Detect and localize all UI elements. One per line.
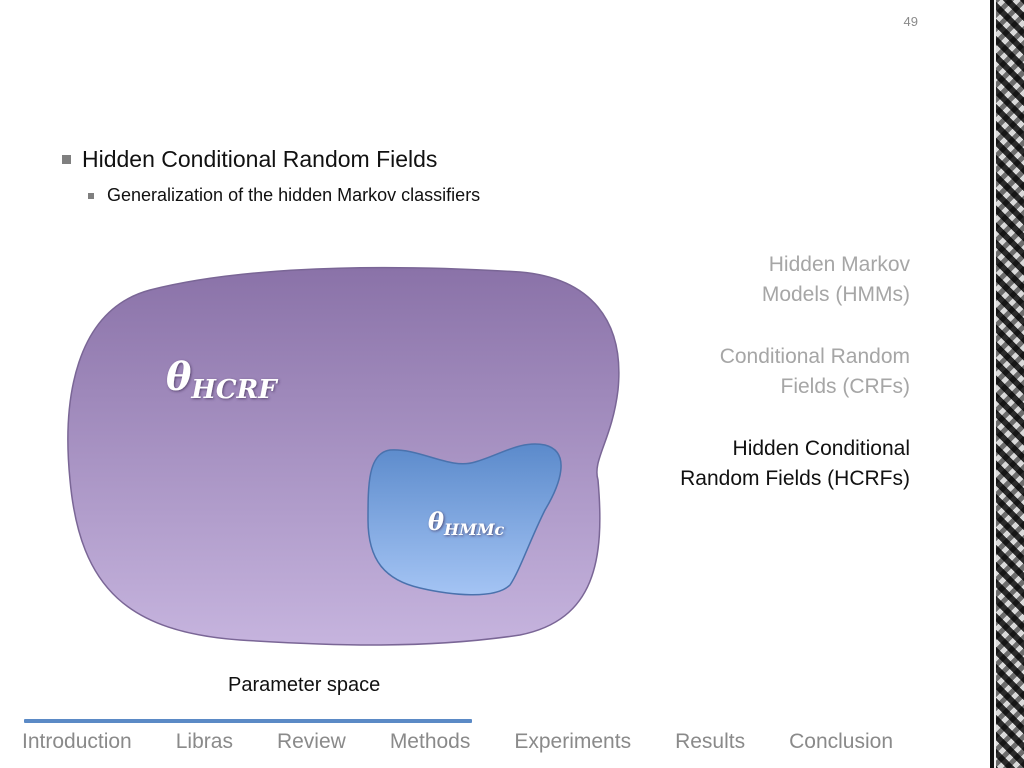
hmmc-region-label: θHMMc — [428, 507, 505, 539]
nav-item-methods[interactable]: Methods — [389, 730, 471, 753]
nav-item-conclusion[interactable]: Conclusion — [789, 730, 894, 753]
nav-item-introduction[interactable]: Introduction — [22, 730, 132, 753]
model-family-line: Fields (CRFs) — [780, 375, 911, 398]
slide: 49 Hidden Conditional Random Fields Gene… — [22, 14, 918, 754]
bullet-level2: Generalization of the hidden Markov clas… — [88, 185, 480, 206]
model-family-crf: Conditional Random Fields (CRFs) — [610, 342, 910, 402]
section-progress-indicator — [24, 719, 472, 723]
bullet-level1-text: Hidden Conditional Random Fields — [82, 146, 438, 172]
page-number: 49 — [903, 14, 918, 29]
bullet-level2-text: Generalization of the hidden Markov clas… — [107, 185, 481, 205]
bullet-level1: Hidden Conditional Random Fields — [62, 146, 480, 173]
hmmc-parameter-region — [367, 443, 562, 596]
model-family-line: Conditional Random — [719, 345, 910, 368]
section-navigation: Introduction Libras Review Methods Exper… — [22, 730, 893, 754]
nav-item-review[interactable]: Review — [276, 730, 346, 753]
model-family-list: Hidden Markov Models (HMMs) Conditional … — [610, 250, 910, 526]
nav-item-results[interactable]: Results — [675, 730, 746, 753]
hcrf-region-label: θHCRF — [166, 354, 278, 405]
diagram-caption: Parameter space — [228, 674, 381, 696]
model-family-hmm: Hidden Markov Models (HMMs) — [610, 250, 910, 310]
model-family-line: Hidden Conditional — [732, 437, 910, 460]
model-family-line: Models (HMMs) — [761, 283, 910, 306]
parameter-space-diagram: θHCRF θHMMc — [67, 266, 620, 646]
nav-item-experiments[interactable]: Experiments — [514, 730, 632, 753]
bullet-list: Hidden Conditional Random Fields General… — [62, 146, 480, 206]
square-bullet-icon — [62, 155, 71, 164]
decorative-edge-strip — [990, 0, 1024, 768]
nav-item-libras[interactable]: Libras — [175, 730, 233, 753]
model-family-hcrf: Hidden Conditional Random Fields (HCRFs) — [610, 434, 910, 494]
model-family-line: Hidden Markov — [768, 253, 910, 276]
square-bullet-icon — [88, 192, 94, 199]
model-family-line: Random Fields (HCRFs) — [680, 467, 910, 490]
